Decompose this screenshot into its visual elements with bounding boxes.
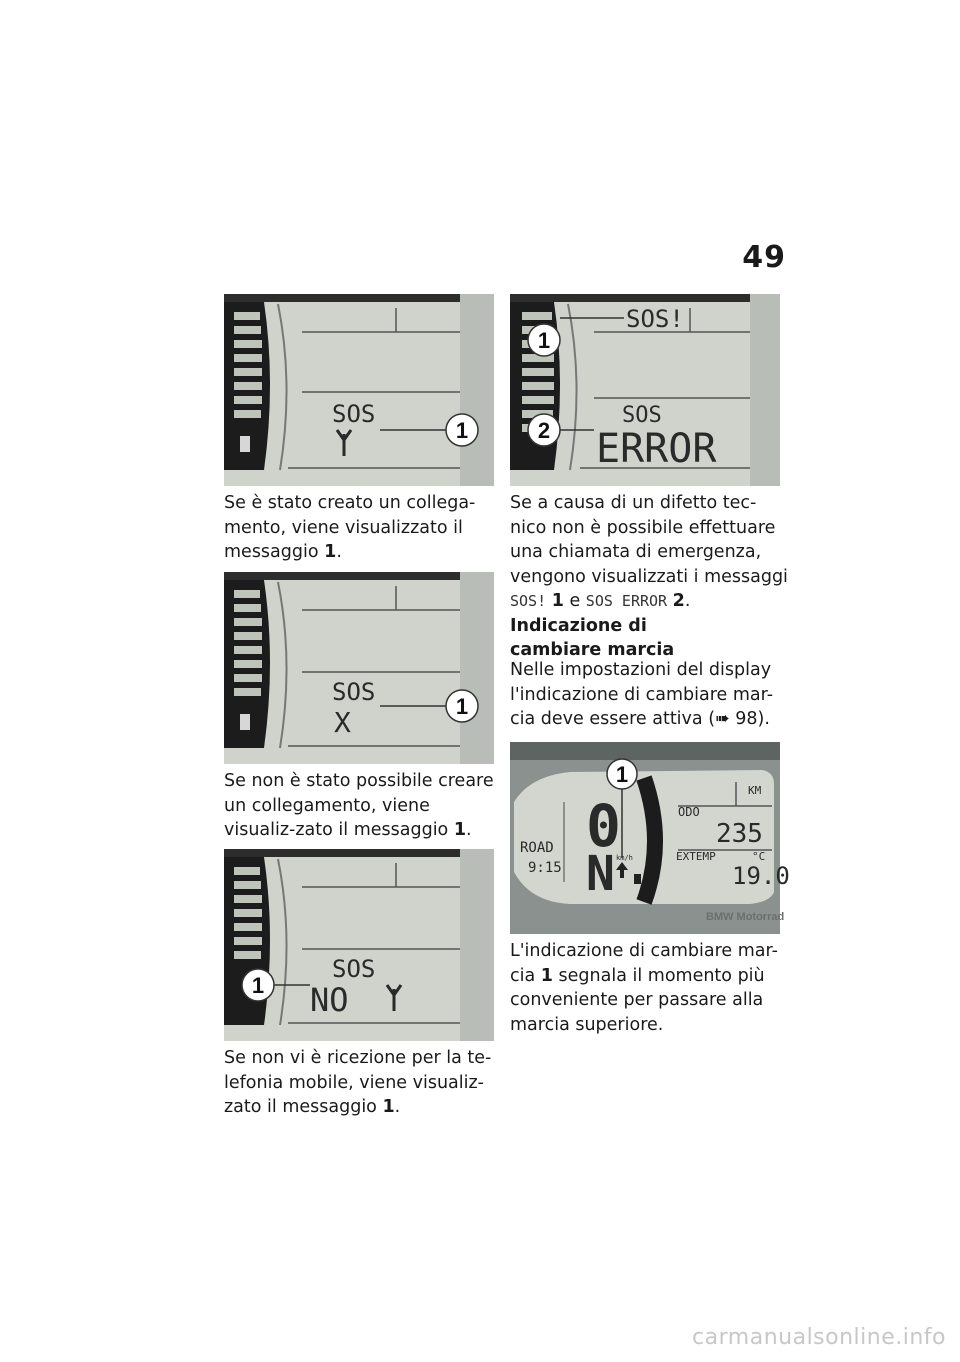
lcd-gear-top: 0 — [586, 792, 621, 860]
caption-3: Se non vi è ricezione per la te-lefonia … — [224, 1048, 492, 1117]
lcd-gear-bottom: N — [586, 846, 615, 902]
shift-up-arrow-icon — [616, 862, 628, 878]
callout-1: 1 — [252, 973, 264, 998]
fuel-icon — [240, 436, 250, 452]
lcd-sos-label: SOS — [622, 403, 662, 428]
fuel-icon — [240, 714, 250, 730]
callout-1: 1 — [456, 694, 468, 719]
section-heading: Indicazione di cambiare marcia — [510, 616, 675, 660]
lcd-clock: 9:15 — [528, 860, 562, 876]
lcd-sos-exclaim: SOS! — [626, 305, 684, 333]
lcd-x-symbol: X — [334, 706, 351, 739]
callout-1: 1 — [538, 328, 550, 353]
brand-logo-text: BMW Motorrad — [706, 911, 784, 923]
callout-1: 1 — [616, 762, 628, 787]
figure-sos-no-reception: SOS NO 1 — [224, 849, 494, 1041]
figure-sos-error: SOS! SOS ERROR 1 2 — [510, 294, 780, 486]
lcd-odo-value: 235 — [716, 819, 763, 849]
callout-1: 1 — [456, 418, 468, 443]
lcd-error-text: ERROR — [596, 426, 717, 472]
page-number: 49 — [742, 240, 786, 275]
page-ref-arrow-icon: ➠ — [715, 709, 730, 729]
antenna-icon — [335, 429, 353, 456]
footer-watermark: carmanualsonline.info — [692, 1325, 946, 1350]
figure-sos-connected: SOS 1 — [224, 294, 494, 486]
figure-sos-no-connection: SOS X 1 — [224, 572, 494, 764]
lcd-no-text: NO — [310, 981, 349, 1019]
antenna-icon — [385, 984, 403, 1011]
caption-4: Se a causa di un difetto tec-nico non è … — [510, 493, 788, 611]
caption-6: L'indicazione di cambiare mar-cia 1 segn… — [510, 941, 778, 1035]
lcd-sos-label: SOS — [332, 400, 375, 428]
lcd-ride-mode: ROAD — [520, 840, 554, 856]
lcd-odo-label: ODO — [678, 805, 700, 819]
caption-1: Se è stato creato un collega-mento, vien… — [224, 493, 476, 562]
lcd-temp-label: EXTEMP — [676, 850, 716, 863]
lcd-odo-unit: KM — [748, 784, 762, 797]
lcd-temp-value: 19.0 — [732, 862, 790, 890]
lcd-sos-label: SOS — [332, 955, 375, 983]
caption-5: Nelle impostazioni del display l'indicaz… — [510, 660, 774, 729]
figure-shift-indicator: 0 N km/h ROAD 9:15 ODO KM 235 EXTEMP °C … — [510, 742, 790, 934]
lcd-speed-unit: km/h — [616, 854, 633, 862]
lcd-sos-label: SOS — [332, 678, 375, 706]
callout-2: 2 — [538, 418, 550, 443]
fuel-icon — [634, 874, 641, 884]
lcd-temp-unit: °C — [752, 850, 765, 863]
caption-2: Se non è stato possibile creare un colle… — [224, 771, 494, 840]
